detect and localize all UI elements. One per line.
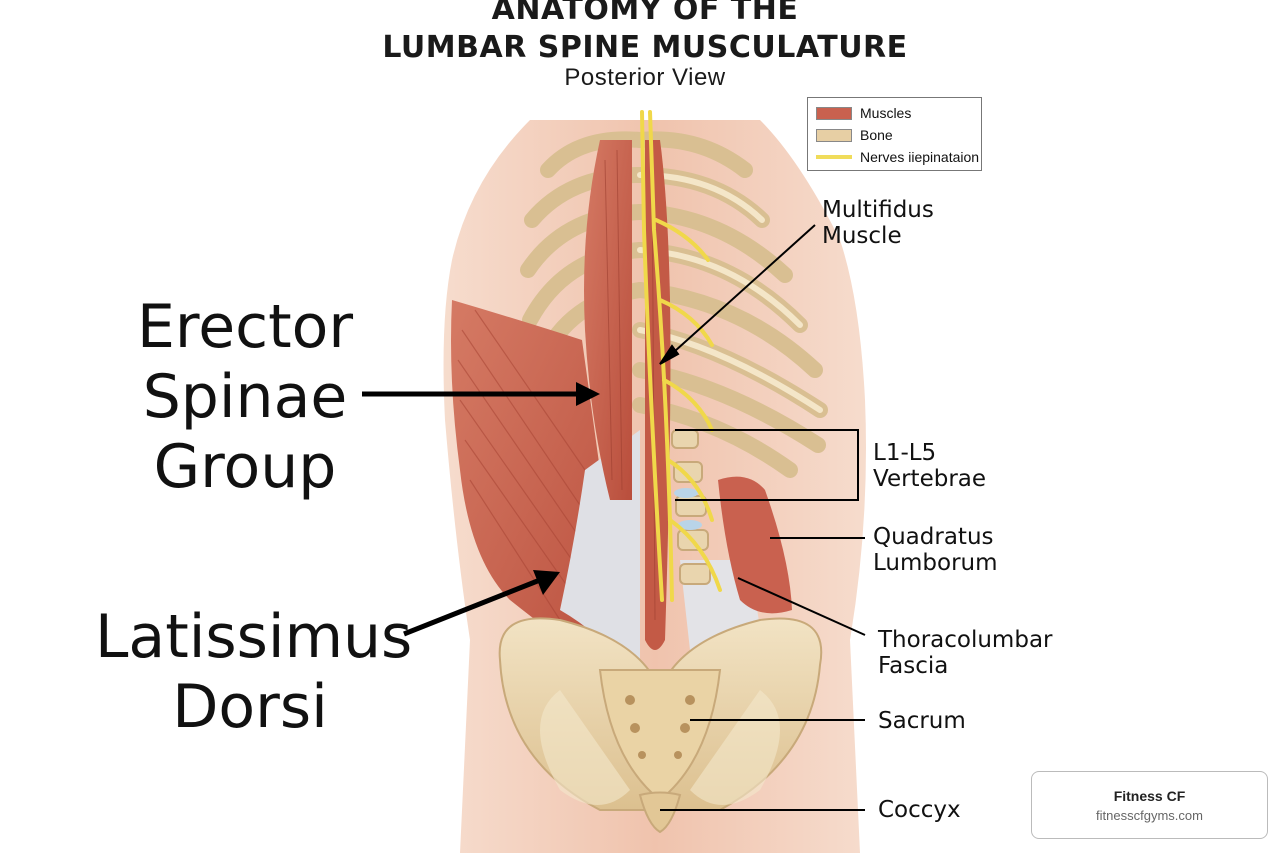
title-line-2: LUMBAR SPINE MUSCULATURE [382, 30, 908, 65]
pointer-arrows [362, 382, 600, 637]
sacrum-label: Sacrum [878, 708, 966, 734]
label-text: Lumborum [873, 550, 998, 576]
label-text: Muscle [822, 223, 902, 249]
label-text: Quadratus [873, 524, 994, 550]
label-text: Dorsi [172, 672, 328, 742]
brand-watermark: Fitness CF fitnesscfgyms.com [1031, 771, 1268, 839]
bone-swatch [816, 128, 852, 142]
subtitle: Posterior View [564, 64, 726, 91]
legend-item-muscles: Muscles [816, 104, 911, 122]
thoracolumbar-fascia-label: Thoracolumbar Fascia [878, 627, 1053, 679]
quadratus-lumborum-label: Quadratus Lumborum [873, 524, 998, 576]
coccyx-bone [638, 791, 682, 834]
erector-spinae-label: Erector Spinae Group [110, 292, 380, 502]
quadratus-lumborum-muscle [718, 476, 792, 614]
label-text: Multifidus [822, 197, 934, 223]
leader-lines [659, 224, 866, 811]
muscle-swatch [816, 106, 852, 120]
legend: Muscles Bone Nerves iiepinataion [807, 97, 982, 171]
legend-label: Bone [860, 127, 893, 143]
nerve-swatch [816, 155, 852, 159]
title-line-1: ANATOMY OF THE [491, 0, 799, 27]
label-text: Spinae [142, 362, 348, 432]
legend-item-bone: Bone [816, 126, 893, 144]
label-text: Thoracolumbar [878, 627, 1053, 653]
latissimus-dorsi-label: Latissimus Dorsi [95, 602, 413, 742]
coccyx-label: Coccyx [878, 797, 961, 823]
brand-url: fitnesscfgyms.com [1096, 808, 1203, 823]
label-text: L1-L5 [873, 440, 937, 466]
legend-item-nerves: Nerves iiepinataion [816, 148, 979, 166]
brand-name: Fitness CF [1113, 788, 1186, 804]
legend-label: Muscles [860, 105, 912, 121]
legend-label: Nerves iiepinataion [860, 149, 980, 165]
vertebrae-label: L1-L5 Vertebrae [873, 440, 986, 492]
multifidus-label: Multifidus Muscle [822, 197, 934, 249]
label-text: Latissimus [95, 602, 413, 672]
label-text: Erector [136, 292, 354, 362]
label-text: Fascia [878, 653, 949, 679]
spinal-nerves [640, 110, 722, 602]
label-text: Group [153, 432, 337, 502]
label-text: Vertebrae [873, 466, 987, 492]
